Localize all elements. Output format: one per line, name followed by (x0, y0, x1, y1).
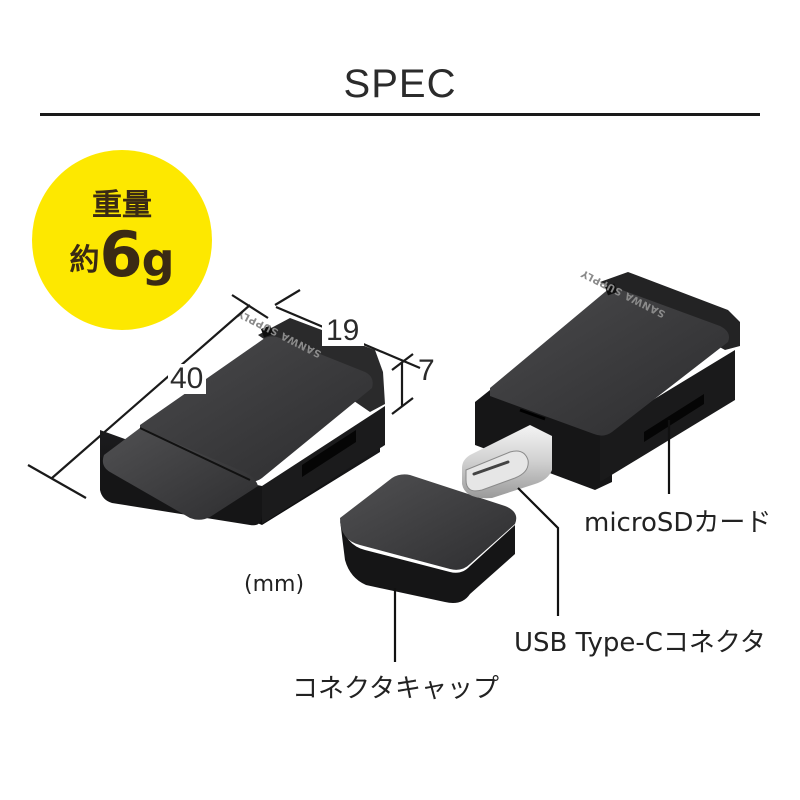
card-reader-capped: SANWA SUPPLY (100, 307, 385, 526)
connector-cap-part (340, 474, 517, 603)
page-title: SPEC (343, 62, 457, 106)
weight-approx-prefix: 約 (69, 243, 100, 278)
card-reader-uncapped: SANWA SUPPLY (462, 267, 740, 499)
unit-note: (mm) (244, 572, 305, 597)
weight-unit: g (141, 233, 175, 287)
title-divider (40, 113, 760, 116)
dimension-width: 19 (326, 314, 360, 347)
dimension-length: 40 (170, 362, 204, 395)
callout-leader-lines (393, 420, 671, 662)
callout-microsd: microSDカード (584, 508, 772, 538)
weight-value: 約6g (32, 218, 212, 291)
weight-label: 重量 (92, 188, 152, 223)
weight-badge: 重量 約6g (32, 150, 212, 330)
callout-usb-type-c: USB Type-Cコネクタ (514, 628, 766, 658)
dimension-height: 7 (418, 354, 435, 387)
callout-connector-cap: コネクタキャップ (292, 674, 499, 704)
weight-number: 6 (99, 218, 142, 291)
